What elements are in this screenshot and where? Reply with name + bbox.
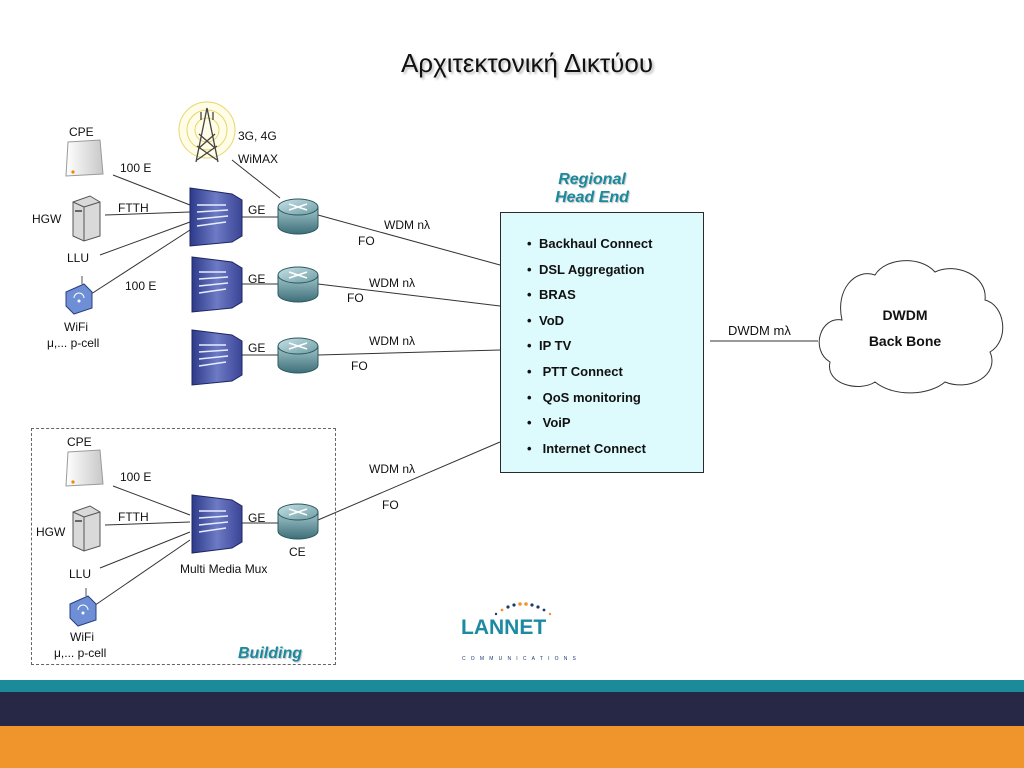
ge-label-1: GE [248,203,266,217]
hgw-label: HGW [32,212,62,226]
backbone-line1: DWDM [882,307,928,323]
footer-band-teal [0,680,1024,692]
footer-band-orange [0,726,1024,768]
building-cell-label: μ,... p-cell [54,646,107,660]
building-ftth-label: FTTH [118,510,149,524]
service-item: • Internet Connect [527,440,646,456]
cpe-device-icon-building [65,449,104,487]
fo-label-2: FO [347,291,364,305]
building-boundary [31,428,336,665]
wdm-label-3: WDM nλ [369,334,415,348]
llu-label: LLU [67,251,90,265]
footer-band-navy [0,692,1024,726]
mux-icon-building [191,494,243,554]
fo-label-3: FO [351,359,368,373]
page-title: Αρχιτεκτονική Δικτύου [400,48,654,78]
wdm-label-2: WDM nλ [369,276,415,290]
fo-label-1: FO [358,234,375,248]
fo-label-building: FO [382,498,399,512]
regional-title-line2: Head End [555,189,629,206]
service-item: •IP TV [527,338,572,354]
backbone-label: DWDM Back Bone [855,302,955,354]
mux-label: Multi Media Mux [180,562,268,576]
cpe-label: CPE [69,125,94,139]
regional-head-end-title: Regional Head End [540,171,644,207]
mux-icon-1 [189,187,243,247]
router-icon-building [277,503,319,540]
wdm-label-building: WDM nλ [369,462,415,476]
router-icon-2 [277,266,319,303]
backbone-line2: Back Bone [868,333,942,349]
wdm-label-1: WDM nλ [384,218,430,232]
service-item: •VoD [527,312,565,328]
cell-label: μ,... p-cell [47,336,100,350]
wifi-label: WiFi [64,320,88,334]
tower-label-3g: 3G, 4G [238,129,277,143]
building-e100-label: 100 E [120,470,152,484]
service-item: •DSL Aggregation [527,261,645,277]
dwdm-link-label: DWDM mλ [728,323,791,338]
mux-icon-3 [191,329,243,386]
service-item: •Backhaul Connect [527,236,653,251]
tower-label-wimax: WiMAX [238,152,278,166]
building-cpe-label: CPE [67,435,92,449]
ge-label-building: GE [248,511,266,525]
e100-label: 100 E [120,161,152,175]
hgw-server-icon-building [72,505,101,552]
building-llu-label: LLU [69,567,92,581]
router-icon-3 [277,337,319,374]
service-item: • QoS monitoring [527,389,641,405]
wifi-ap-icon [65,276,93,315]
building-wifi-label: WiFi [70,630,94,644]
service-item: • PTT Connect [527,363,623,379]
ftth-label: FTTH [118,201,149,215]
backbone-cloud [818,260,1004,394]
hgw-server-icon [72,195,101,242]
lannet-logo-sub: COMMUNICATIONS [462,656,582,662]
lannet-logo-mark [494,602,552,616]
regional-title-line1: Regional [558,171,626,188]
wifi-ap-icon-building [69,588,97,627]
service-item: •BRAS [527,287,576,303]
e100-label-2: 100 E [125,279,157,293]
router-icon-1 [277,198,319,235]
ge-label-2: GE [248,272,266,286]
ce-label: CE [289,545,306,559]
building-hgw-label: HGW [36,525,66,539]
building-title: Building [238,645,302,662]
regional-head-end-box: •Backhaul Connect •DSL Aggregation •BRAS… [500,212,704,473]
mux-icon-2 [191,256,243,313]
ge-label-3: GE [248,341,266,355]
service-item: • VoiP [527,415,571,431]
service-list: •Backhaul Connect •DSL Aggregation •BRAS… [527,236,652,466]
lannet-logo: LANNET [461,616,547,639]
cell-tower-icon [178,101,236,163]
cpe-device-icon [65,139,104,177]
